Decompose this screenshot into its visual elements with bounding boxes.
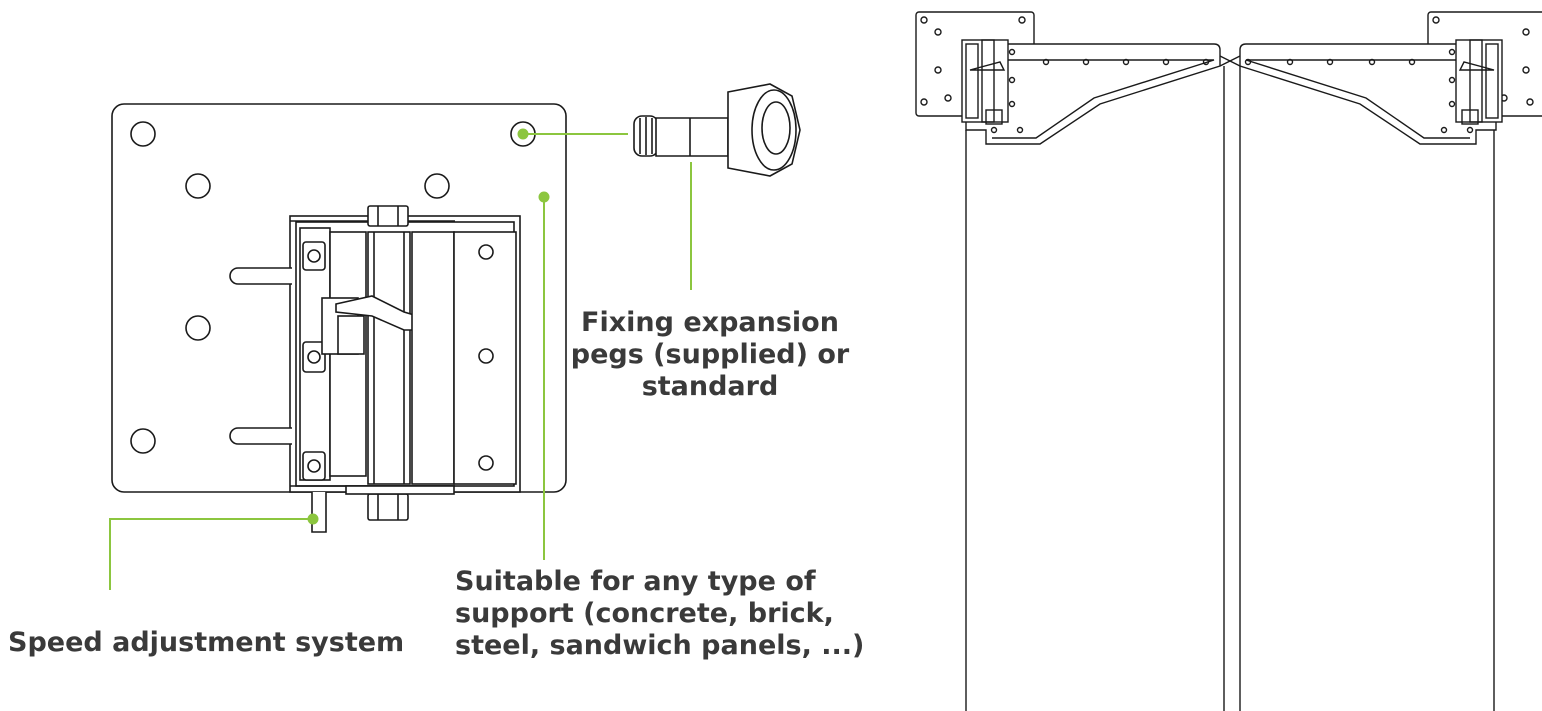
label-line: pegs (supplied) or <box>570 339 850 370</box>
label-fixing-expansion-pegs: Fixing expansion pegs (supplied) or stan… <box>560 307 860 403</box>
left-door-top-rail <box>965 43 1221 145</box>
label-line: steel, sandwich panels, ...) <box>455 630 865 661</box>
expansion-peg-drawing <box>633 83 801 177</box>
plate-hole <box>185 173 211 199</box>
door-leaf-bracket <box>411 231 455 485</box>
plate-hole <box>130 121 156 147</box>
right-hinge-unit <box>1455 39 1503 123</box>
right-door-top-rail <box>1239 43 1497 145</box>
bolt-head <box>302 241 326 271</box>
hinge-shaft <box>367 231 411 485</box>
bolt-head <box>302 341 326 373</box>
bolt-head <box>302 451 326 481</box>
label-line: Suitable for any type of <box>455 566 816 597</box>
pin <box>229 427 292 445</box>
label-suitable-support: Suitable for any type of support (concre… <box>455 566 875 662</box>
pin <box>229 267 292 285</box>
callout-lines <box>109 128 692 590</box>
top-nut <box>367 205 409 227</box>
label-speed-adjustment: Speed adjustment system <box>8 627 405 658</box>
bottom-nut <box>367 493 409 521</box>
plate-hole <box>185 315 211 341</box>
hinge-bracket-drawing <box>111 103 567 533</box>
speed-adjustment-tab <box>311 492 327 533</box>
leaf-hole <box>478 244 494 260</box>
label-line: standard <box>641 371 779 402</box>
double-door-drawing <box>915 11 1542 711</box>
label-line: Fixing expansion <box>581 307 839 338</box>
leaf-hole <box>478 348 494 364</box>
label-line: support (concrete, brick, <box>455 598 834 629</box>
plate-hole <box>424 173 450 199</box>
plate-hole <box>130 428 156 454</box>
leaf-hole <box>478 455 494 471</box>
